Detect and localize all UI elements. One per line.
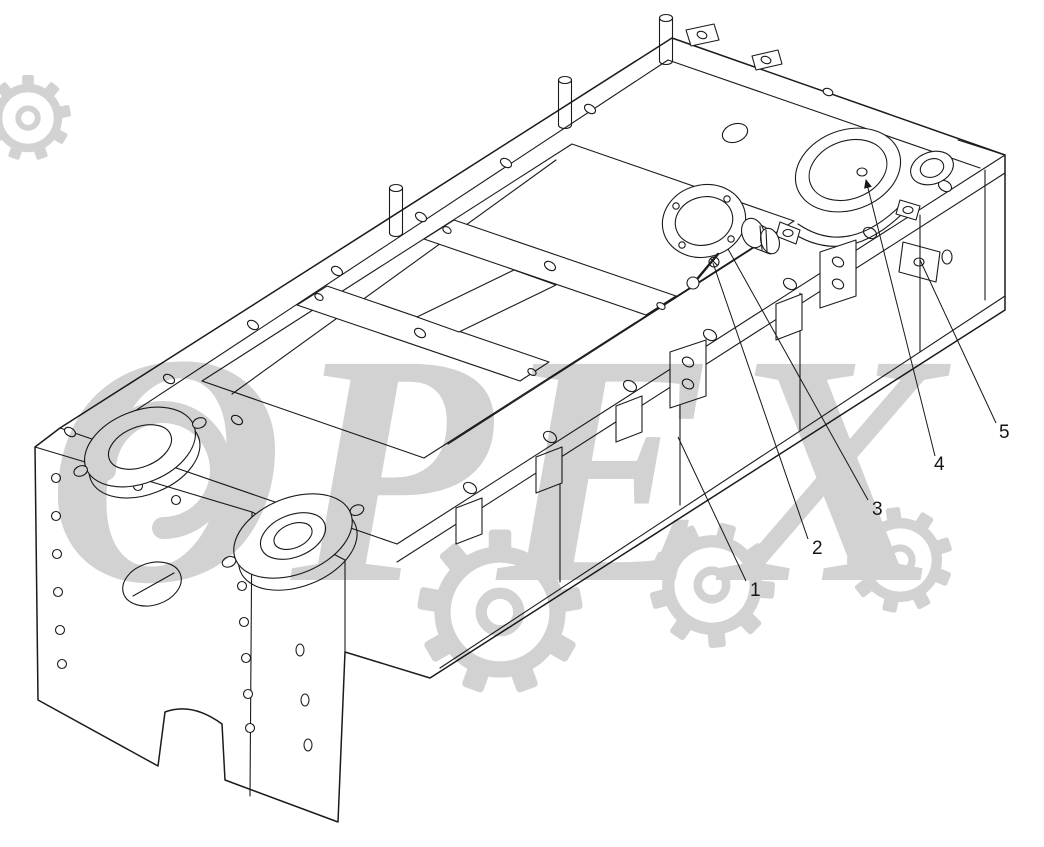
callout-line-4: [864, 179, 936, 457]
gear-icon: [0, 75, 71, 160]
callout-5: 5: [919, 259, 1010, 443]
callouts: 1 2 3 4 5: [677, 179, 1010, 601]
callout-line-5: [919, 259, 997, 424]
cross-ribs: [296, 219, 677, 382]
callout-1: 1: [677, 436, 761, 601]
housing-drawing: [34, 13, 1006, 823]
callout-label-2: 2: [812, 538, 823, 559]
callout-label-3: 3: [872, 499, 883, 520]
callout-line-2: [712, 262, 809, 540]
callout-line-1: [677, 436, 747, 582]
callout-label-4: 4: [934, 454, 945, 475]
callout-4: 4: [864, 179, 945, 475]
watermark-swirl: [94, 401, 232, 539]
callout-label-5: 5: [999, 422, 1010, 443]
rim-bolt-holes-back: [63, 103, 597, 438]
callout-2: 2: [712, 262, 823, 559]
top-edge-tabs: [685, 23, 834, 97]
studs: [388, 13, 674, 238]
wall-details: [455, 214, 921, 583]
callout-label-1: 1: [750, 580, 761, 601]
rim-bolt-holes-front: [462, 179, 953, 495]
cover-assembly: [661, 184, 781, 290]
callout-line-3: [727, 248, 869, 501]
callout-3: 3: [727, 248, 883, 520]
lever-ball: [686, 276, 700, 290]
watermark: OPEX: [0, 75, 960, 693]
top-flange-2: [221, 493, 365, 591]
bearing-stud: [856, 167, 868, 177]
lever: [696, 252, 720, 280]
